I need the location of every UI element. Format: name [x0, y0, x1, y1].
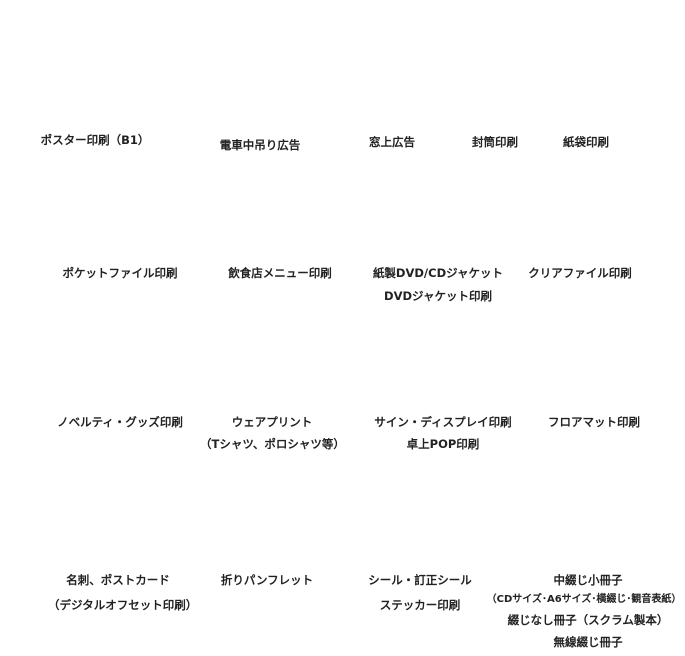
label-pamphlet: 折りパンフレット	[220, 573, 314, 587]
logo-text: イロドリ	[478, 71, 510, 80]
label-envelope: 封筒印刷	[472, 135, 518, 149]
label-sign-1: サイン・ディスプレイ印刷	[374, 415, 512, 429]
logo-text: イロドリ	[222, 97, 254, 106]
label-sticker-2: ステッカー印刷	[379, 598, 461, 612]
label-wear-2: （Tシャツ、ポロシャツ等）	[200, 437, 345, 451]
label-poster: ポスター印刷（B1）	[40, 133, 150, 147]
logo-text: イロドリ	[564, 229, 596, 238]
logo-text: イロドリ	[154, 530, 186, 539]
label-pocketfile: ポケットファイル印刷	[62, 266, 178, 280]
label-menu: 飲食店メニュー印刷	[228, 266, 332, 280]
logo-text: イロドリ	[376, 107, 408, 116]
label-paperbag: 紙袋印刷	[563, 135, 609, 149]
logo-text: イロドリ	[400, 243, 432, 252]
logo-text: イロドリ	[88, 241, 120, 250]
label-namecard-2: （デジタルオフセット印刷）	[48, 598, 198, 612]
label-booklet-4: 無線綴じ冊子	[553, 635, 623, 649]
logo-text: イロドリ	[566, 95, 598, 104]
logo-text: イロドリ	[240, 229, 272, 238]
label-sign-2: 卓上POP印刷	[406, 437, 480, 451]
label-dvd-1: 紙製DVD/CDジャケット	[372, 266, 504, 280]
label-novelty: ノベルティ・グッズ印刷	[57, 415, 183, 429]
label-dvd-2: DVDジャケット印刷	[384, 289, 492, 303]
label-floormat: フロアマット印刷	[548, 415, 640, 429]
label-booklet-1: 中綴じ小冊子	[553, 573, 623, 587]
logo-text: イロドリ	[150, 383, 174, 390]
label-train: 電車中吊り広告	[219, 138, 301, 152]
logo-text: イロドリ	[80, 86, 113, 98]
label-namecard-1: 名刺、ポストカード	[66, 573, 170, 587]
logo-text: イロドリ	[434, 373, 466, 382]
logo-text: イロドリ	[588, 388, 620, 397]
logo-text: イロドリ	[88, 520, 121, 533]
label-sticker-1: シール・訂正シール	[368, 573, 472, 587]
label-booklet-2: （CDサイズ･A6サイズ･横綴じ･観音表紙）	[486, 594, 682, 605]
label-clearfile: クリアファイル印刷	[528, 266, 632, 280]
label-booklet-3: 綴じなし冊子（スクラム製本）	[507, 613, 669, 627]
label-window: 窓上広告	[369, 135, 415, 149]
label-wear-1: ウェアプリント	[231, 415, 313, 429]
logo-text: イロドリ	[294, 543, 326, 552]
